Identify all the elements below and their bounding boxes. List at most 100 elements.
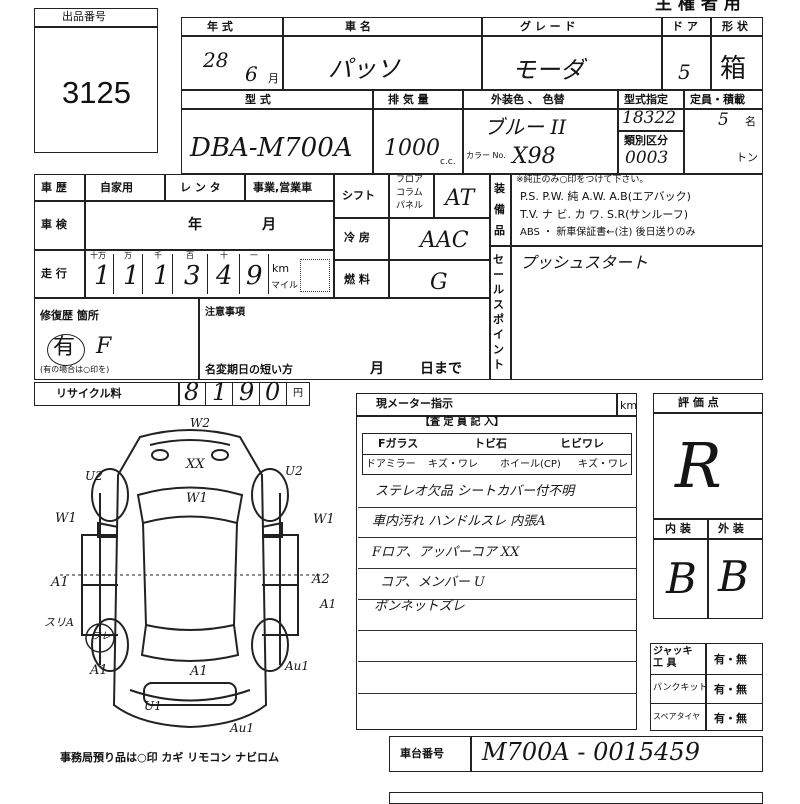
- mirror-damage-label: キズ・ワレ: [428, 459, 478, 470]
- chassis-value: M700A - 0015459: [482, 738, 700, 766]
- mileage-digit: 3: [184, 261, 201, 291]
- shift-column: コラム: [396, 188, 423, 198]
- jack-tools-label: ジャッキ 工 具: [653, 646, 693, 669]
- remark-line: ボンネットズレ: [374, 599, 465, 614]
- mileage-unit-100: 百: [186, 251, 194, 260]
- history-rental: レ ン タ: [180, 181, 221, 194]
- name-change-day: 日まで: [420, 361, 462, 377]
- name-change-month: 月: [370, 361, 384, 377]
- inspector-box: [356, 393, 637, 730]
- ac-value: AAC: [420, 228, 469, 253]
- type-designation-label: 型式指定: [624, 93, 668, 106]
- type-designation-value: 18322: [622, 108, 677, 128]
- inspector-header: 【査 定 員 記 入】: [420, 417, 504, 428]
- office-deposit-text: 事務局預り品は○印 カギ リモコン ナビロム: [60, 751, 280, 764]
- chip-label: トビ石: [474, 437, 507, 450]
- door-mirror-label: ドアミラー: [366, 459, 416, 470]
- mark-a1-right: A1: [320, 597, 337, 611]
- shift-floor: フロア: [396, 175, 424, 185]
- inspection-month-label: 月: [262, 217, 276, 233]
- equipment-line-1: P.S. P.W. 純 A.W. A.B(エアバック): [520, 190, 691, 203]
- crack-label: ヒビワレ: [560, 437, 604, 450]
- mileage-unit-100k: 十万: [90, 251, 106, 260]
- specs-box: [334, 174, 490, 298]
- mark-w1-right: W1: [313, 512, 335, 527]
- cc-label: c.c.: [440, 157, 456, 167]
- chassis-label: 車台番号: [400, 747, 444, 760]
- history-commercial: 事業,営業車: [253, 181, 313, 194]
- sales-point-text: プッシュスタート: [520, 253, 649, 272]
- sales-point-label: セールスポイント: [493, 253, 504, 371]
- repair-value: 有: [53, 335, 76, 360]
- grade-value: モーダ: [512, 56, 584, 84]
- rating-label: 評 価 点: [678, 396, 719, 409]
- equipment-label: 装 備 品: [494, 182, 505, 237]
- inspection-label: 車 検: [41, 218, 67, 231]
- mileage-label: 走 行: [41, 267, 67, 280]
- doors-value: 5: [678, 60, 691, 84]
- meter-km: km: [620, 399, 638, 412]
- header-title: 主 権 者 用: [655, 0, 741, 14]
- equipment-line-3: ABS ・ 新車保証書←(注) 後日送りのみ: [520, 227, 696, 238]
- mark-w1-left: W1: [55, 511, 77, 526]
- grade-label: グ レ ー ド: [520, 20, 576, 33]
- equipment-line-2: T.V. ナ ビ. カ ワ. S.R(サンルーフ): [520, 208, 689, 221]
- recycle-digit: 1: [212, 378, 228, 406]
- remark-line: コア、メンバー U: [380, 575, 485, 590]
- mark-a1-rear: A1: [190, 664, 208, 679]
- km-label: km: [272, 262, 290, 275]
- persons-unit: 名: [745, 115, 756, 128]
- repair-circle: [47, 334, 85, 366]
- fuel-value: G: [430, 270, 448, 295]
- chassis-box: [389, 736, 763, 772]
- category-label: 類別区分: [624, 134, 668, 147]
- mark-u2-right: U2: [285, 464, 303, 478]
- exterior-color-label: 外装色 、 色替: [491, 93, 565, 106]
- mark-u1-bottom: U1: [144, 699, 162, 713]
- fuel-label: 燃 料: [344, 273, 370, 286]
- mileage-digit: 1: [153, 261, 170, 291]
- accessories-box: [650, 643, 763, 731]
- exterior-label: 外 装: [718, 522, 744, 535]
- shape-value: 箱: [720, 54, 747, 84]
- model-box: [181, 90, 763, 174]
- interior-label: 内 装: [665, 522, 691, 535]
- ton-label: トン: [736, 151, 758, 164]
- mark-a1-rear-left: A1: [90, 663, 108, 678]
- color-code-value: X98: [512, 144, 556, 169]
- mark-xx-hood: XX: [186, 457, 205, 472]
- mark-a1-left: A1: [51, 575, 69, 590]
- equipment-box: [490, 174, 763, 246]
- model-code-value: DBA-M700A: [190, 133, 353, 163]
- month-value: 6: [245, 62, 258, 86]
- color-no-label: カラー No.: [466, 151, 506, 160]
- wheel-damage-label: キズ・ワレ: [578, 459, 628, 470]
- ac-label: 冷 房: [344, 231, 370, 244]
- notes-label: 注意事項: [205, 307, 245, 318]
- mileage-digit: 9: [246, 261, 263, 291]
- history-label: 車 歴: [41, 181, 67, 194]
- lot-box: [34, 8, 158, 153]
- shift-value: AT: [445, 186, 475, 211]
- equipment-note: ※純正のみ○印をつけて下さい。: [516, 175, 649, 185]
- displacement-label: 排 気 量: [388, 93, 429, 106]
- doors-label: ド ア: [672, 20, 698, 33]
- mileage-unit-10k: 万: [124, 251, 132, 260]
- lot-number: 3125: [62, 75, 131, 110]
- mark-sua-left: スリA: [44, 616, 74, 629]
- recycle-digit: 9: [239, 378, 255, 406]
- repair-detail: F: [96, 334, 112, 359]
- year-label: 年 式: [207, 20, 233, 33]
- mile-checkbox: [300, 259, 330, 292]
- repair-label: 修復歴 箇所: [40, 309, 99, 322]
- recycle-box: [34, 382, 310, 406]
- mile-label: マイル: [271, 281, 299, 291]
- year-value: 28: [203, 48, 229, 72]
- mark-au1-bottom: Au1: [230, 721, 255, 735]
- jack-tools-value: 有・無: [714, 653, 747, 666]
- vehicle-box: [181, 17, 763, 90]
- mileage-unit-1: 一: [250, 251, 258, 260]
- capacity-value: 5: [718, 110, 729, 130]
- mileage-unit-10: 十: [220, 251, 228, 260]
- shape-label: 形 状: [722, 20, 748, 33]
